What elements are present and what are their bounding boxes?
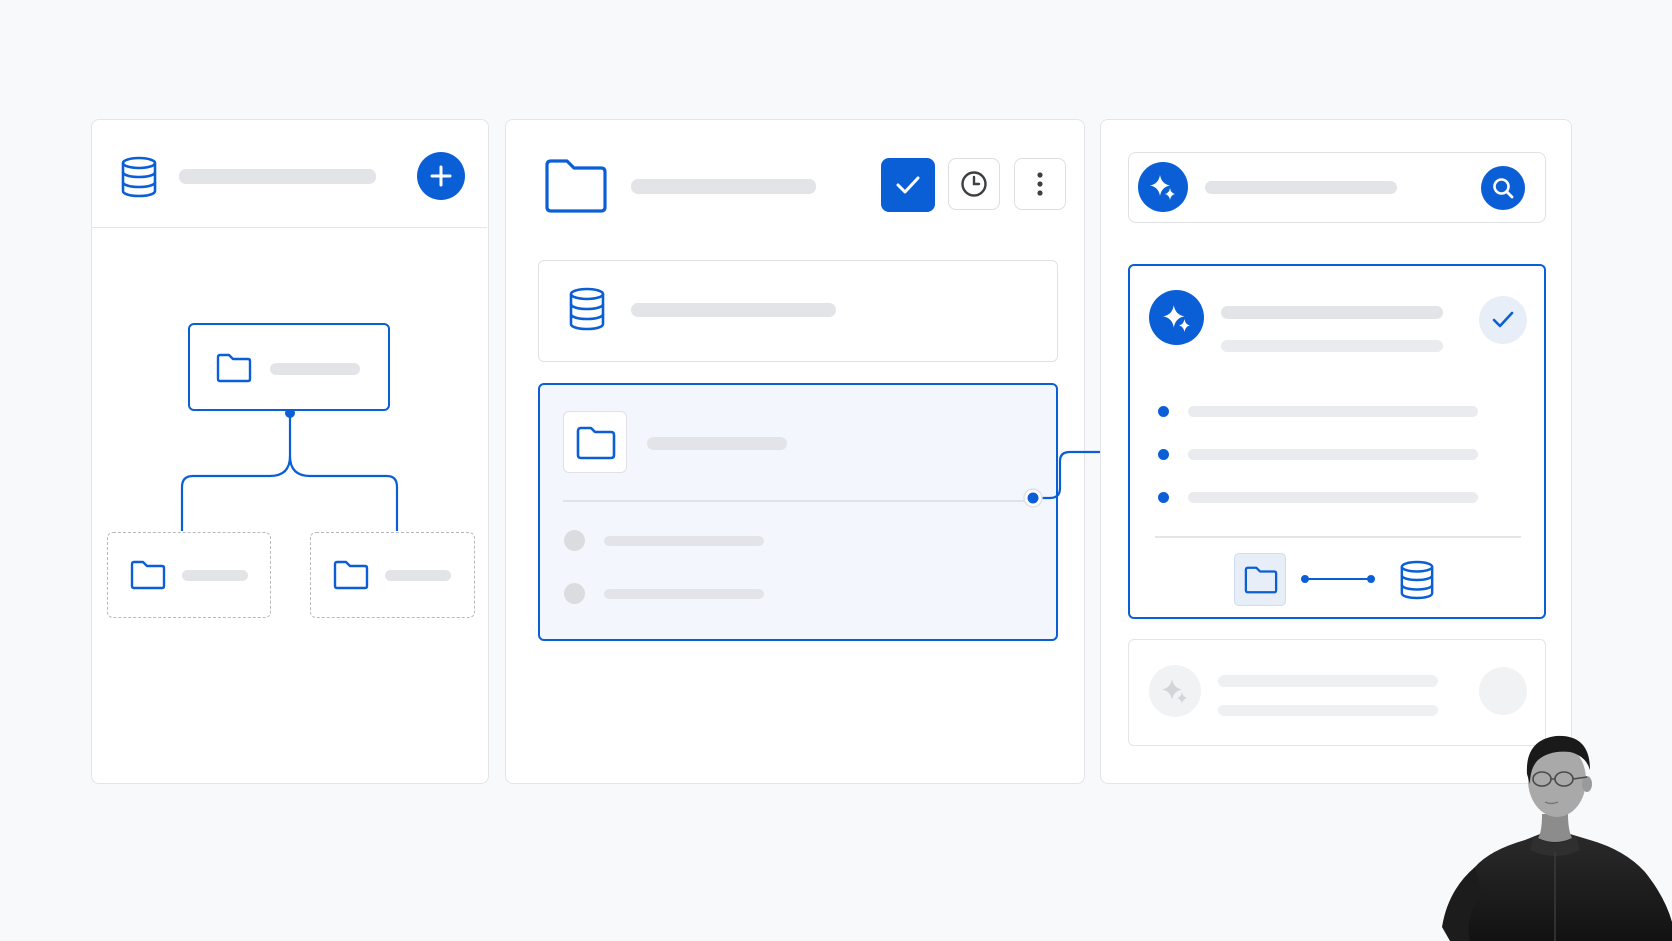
card-title-placeholder: [647, 437, 787, 450]
folder-icon: [130, 560, 166, 590]
bullet: [1158, 406, 1169, 417]
database-card[interactable]: [538, 260, 1058, 362]
folder-icon: [1244, 566, 1278, 594]
result-subtitle-placeholder: [1221, 340, 1443, 352]
sparkle-icon: [1163, 305, 1190, 332]
search-bar[interactable]: [1128, 152, 1546, 223]
folder-icon: [545, 159, 607, 213]
clock-icon: [961, 171, 987, 197]
check-icon: [1492, 311, 1514, 328]
title-placeholder: [179, 169, 376, 184]
ai-assist-badge: [1138, 162, 1188, 212]
history-button[interactable]: [948, 158, 1000, 210]
more-options-button[interactable]: [1014, 158, 1066, 210]
title-placeholder: [631, 179, 816, 194]
middle-panel: [505, 119, 1085, 784]
presenter-photo: [1442, 735, 1672, 941]
status-badge: [1479, 296, 1527, 344]
bullet: [1158, 492, 1169, 503]
tree-root-node[interactable]: [188, 323, 390, 411]
result-title-placeholder: [1221, 306, 1443, 319]
right-panel: [1100, 119, 1572, 784]
database-icon: [569, 287, 605, 331]
search-icon: [1493, 178, 1514, 199]
card-title-placeholder: [631, 303, 836, 317]
node-label-placeholder: [385, 570, 451, 581]
list-item-bullet: [564, 583, 585, 604]
sparkle-icon: [1162, 679, 1187, 704]
search-button[interactable]: [1481, 166, 1525, 210]
search-placeholder: [1205, 181, 1397, 194]
database-icon: [121, 156, 157, 198]
confirm-button[interactable]: [881, 158, 935, 212]
list-item-placeholder: [604, 536, 764, 546]
result-card-disabled[interactable]: [1128, 639, 1546, 746]
left-panel-header: [92, 120, 487, 228]
more-vertical-icon: [1037, 172, 1043, 196]
list-item-placeholder: [604, 589, 764, 599]
result-title-placeholder: [1218, 675, 1438, 687]
bullet-text-placeholder: [1188, 492, 1478, 503]
node-label-placeholder: [270, 363, 360, 375]
card-divider: [1155, 536, 1521, 538]
list-item-bullet: [564, 530, 585, 551]
bullet: [1158, 449, 1169, 460]
tree-connectors: [180, 408, 399, 531]
folder-icon: [576, 426, 616, 460]
folder-icon: [333, 560, 369, 590]
check-icon: [896, 176, 920, 194]
tree-child-node[interactable]: [107, 532, 271, 618]
status-placeholder: [1479, 667, 1527, 715]
result-card-selected[interactable]: [1128, 264, 1546, 619]
database-icon: [1400, 560, 1434, 600]
selected-folder-card[interactable]: [538, 383, 1058, 641]
sparkle-icon: [1150, 175, 1175, 200]
ai-assist-badge: [1149, 290, 1204, 345]
add-button[interactable]: [417, 152, 465, 200]
plus-icon: [430, 165, 452, 187]
bullet-text-placeholder: [1188, 406, 1478, 417]
footer-folder-tile[interactable]: [1234, 553, 1286, 606]
bullet-text-placeholder: [1188, 449, 1478, 460]
result-subtitle-placeholder: [1218, 705, 1438, 716]
folder-icon: [216, 353, 252, 383]
card-divider: [563, 500, 1037, 502]
left-panel: [91, 119, 489, 784]
node-label-placeholder: [182, 570, 248, 581]
folder-icon-tile: [563, 411, 627, 473]
link-line: [1301, 575, 1375, 583]
ai-assist-badge: [1149, 665, 1201, 717]
tree-child-node[interactable]: [310, 532, 475, 618]
